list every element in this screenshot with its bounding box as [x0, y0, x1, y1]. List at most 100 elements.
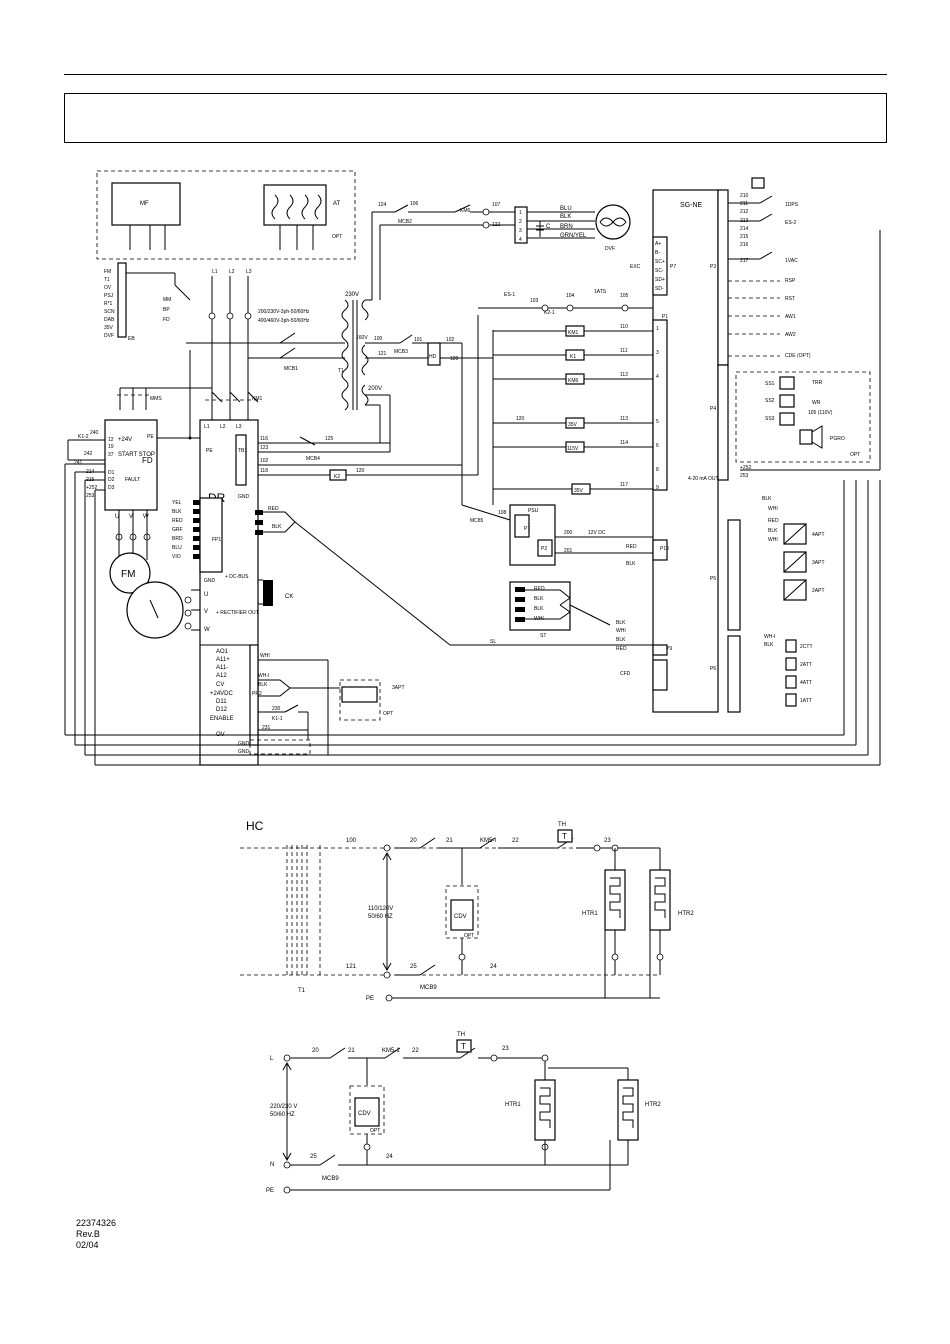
- es1-label: ES-1: [504, 292, 515, 298]
- wire-blk-p6: BLK: [764, 642, 774, 648]
- compressor-motor-icon: [126, 581, 184, 639]
- dr-drive-block: L1 L2 L3 DR PE GND GND + DC-BUS + RECTIF…: [199, 419, 262, 766]
- h2-cdv-opt: OPT: [370, 1128, 380, 1134]
- v12dc-label: 12V DC: [588, 530, 606, 536]
- hc-section-110v: HC T1 100 121 110/120V 50/60 HZ 20 21 KM…: [240, 819, 694, 1002]
- h2-htr1: HTR1: [505, 1102, 521, 1108]
- hc-t-box: T: [562, 832, 567, 841]
- eb-switch-1: BP: [163, 307, 170, 313]
- dr-gnd: GND: [238, 494, 250, 500]
- svg-text:4: 4: [656, 374, 659, 380]
- dr-right-wiring: 116 123 102 118 K2 120 125 MCB4 RED BLK …: [255, 436, 655, 646]
- wire-101: 101: [414, 337, 423, 343]
- hc-21: 21: [446, 838, 453, 844]
- eb-terminal-block: FM T1 OV PSJ R*1 SCN DAB 35V DVF EB MM B…: [104, 262, 191, 342]
- fm-motor: FM: [109, 510, 151, 594]
- dr-io-0: AO1: [216, 649, 229, 655]
- wire-120-c: 120: [516, 416, 525, 422]
- hc-pe: PE: [366, 996, 374, 1002]
- mf-block: [111, 182, 181, 226]
- fd-u: U: [115, 514, 119, 520]
- fm-motor-icon: [109, 552, 151, 594]
- dr-tb1: TB1: [238, 448, 247, 454]
- eb-term-3: PSJ: [104, 293, 114, 299]
- h2-22: 22: [412, 1048, 419, 1054]
- fd-term-5: D3: [108, 485, 115, 491]
- hc-t1: T1: [298, 988, 306, 994]
- psu-label: PSU: [528, 508, 539, 514]
- wire-whi-p5: WHI: [768, 506, 778, 512]
- eb-term-5: SCN: [104, 309, 115, 315]
- sv-coil: 35V: [574, 488, 584, 494]
- transformer-t1: 230V 200V 160V T1 MCB2 124 106 KM6 107 1…: [338, 201, 515, 505]
- dps1-label: 1DPS: [785, 202, 799, 208]
- wire-blk-p5b: BLK: [768, 528, 778, 534]
- wire-231: 231: [262, 725, 271, 731]
- cde-opt-label: CDE (OPT): [785, 353, 811, 359]
- dr-io-11: GND: [238, 749, 250, 755]
- ss3-label: SS3: [765, 416, 775, 422]
- hc-th: TH: [558, 822, 566, 828]
- eb-term-6: DAB: [104, 317, 115, 323]
- hc-20: 20: [410, 838, 417, 844]
- wire-105: 105: [620, 293, 629, 299]
- eb-switch-2: FD: [163, 317, 170, 323]
- v105-label: 105 (110V): [808, 410, 833, 416]
- wire-blk-st4: BLK: [616, 637, 626, 643]
- dvf-t3: 3: [519, 228, 522, 234]
- dr-l1: L1: [204, 424, 210, 430]
- dr-pe: PE: [206, 448, 213, 454]
- wire-sl: SL: [490, 639, 496, 645]
- title-box: [64, 93, 887, 143]
- wire-blk-psu: BLK: [626, 561, 636, 567]
- wire-240: 240: [90, 430, 99, 436]
- dr-io-7: D12: [216, 707, 228, 713]
- wire-201: 201: [564, 548, 573, 554]
- hc-volt-2: 50/60 HZ: [368, 914, 393, 920]
- mcb3-label: MCB3: [394, 349, 408, 355]
- ck-label: CK: [285, 594, 293, 600]
- p7-label: P7: [670, 264, 676, 270]
- wire-212: 212: [740, 209, 749, 215]
- wire-103: 103: [530, 298, 539, 304]
- eb-term-2: OV: [104, 285, 112, 291]
- ck-capacitor: [263, 580, 273, 606]
- eb-term-1: T1: [104, 277, 110, 283]
- dr-io-wiring: WHI WH-I BLK OPT 3APT 230 231 K1-1: [249, 653, 405, 755]
- wire-110: 110: [620, 324, 628, 330]
- exc-a: A+: [655, 241, 661, 247]
- wire-brd: BRD: [172, 536, 183, 542]
- wire-107: 107: [492, 202, 501, 208]
- at-coils-icon: [271, 194, 322, 220]
- dr-io-1: A11+: [216, 657, 230, 663]
- dr-io-2: A11-: [216, 665, 228, 671]
- fd-w: W: [143, 514, 149, 520]
- wire-104: 104: [566, 293, 575, 299]
- att2-label: 2ATT: [800, 662, 812, 668]
- wire-red-st: RED: [534, 586, 545, 592]
- opt-p4: OPT: [850, 452, 860, 458]
- wire-108: 108: [498, 510, 507, 516]
- p6-label: P6: [710, 666, 716, 672]
- relay-coils: ES-1 103 104 1ATS 105 K2-1 KM1 110 K1 11…: [478, 289, 653, 505]
- sg-ne-p5-apt: BLK WHI RED BLK WHI 4APT 3APT 2APT: [727, 496, 825, 631]
- wire-200: 200: [564, 530, 573, 536]
- mcb5-label: MC85: [470, 518, 484, 524]
- hc-htr1: HTR1: [582, 911, 598, 917]
- wire-whi-dash: WH-I: [258, 673, 269, 679]
- mains-rating-1: 200/230V-3ph-50/60Hz: [258, 309, 310, 315]
- eb-term-7: 35V: [104, 325, 114, 331]
- wire-red-p5: RED: [768, 518, 779, 524]
- dr-io-10: GND: [238, 741, 250, 747]
- h2-24: 24: [386, 1154, 393, 1160]
- doc-number: 22374326: [76, 1218, 117, 1228]
- wire-vio: VIO: [172, 554, 181, 560]
- sg-ne-p4-inputs: SS1 SS2 SS3 TRR WR 105 (110V) PGRO OPT +…: [717, 364, 871, 481]
- fd-term-0: 12: [108, 437, 114, 443]
- mcb2-label: MCB2: [398, 219, 412, 225]
- fm-wire-colors: YEL BLK RED GRF BRD BLU VIO: [172, 500, 200, 560]
- wire-red-psu: RED: [626, 544, 637, 550]
- hc-25: 25: [410, 964, 417, 970]
- exc-scm: SC-: [655, 268, 664, 274]
- opt-3apt: OPT: [383, 711, 393, 717]
